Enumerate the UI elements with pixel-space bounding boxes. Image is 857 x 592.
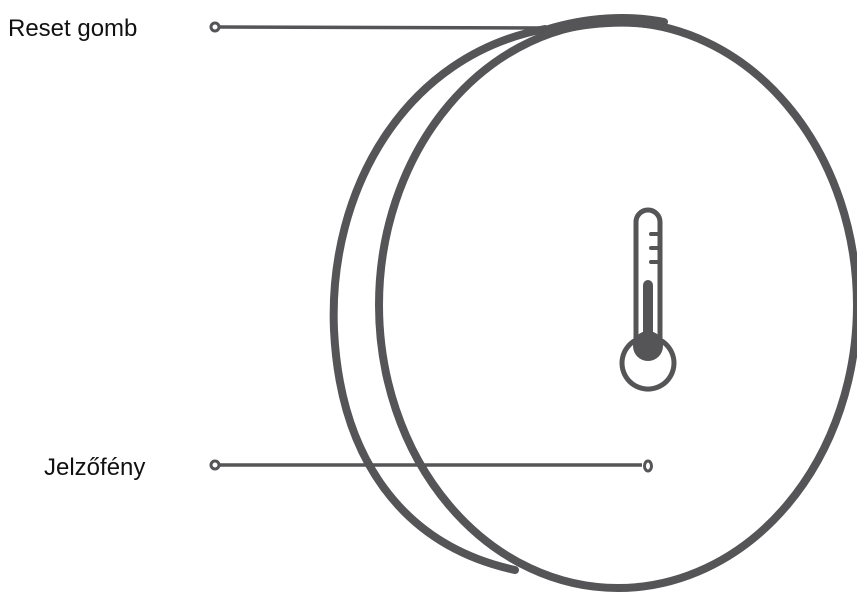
indicator-callout — [211, 461, 652, 471]
reset-callout — [211, 23, 548, 31]
reset-button-label: Reset gomb — [8, 17, 137, 41]
indicator-light — [645, 461, 652, 471]
thermometer-icon — [622, 210, 674, 389]
indicator-callout-dot — [211, 461, 219, 469]
reset-button — [549, 21, 660, 31]
reset-callout-line — [219, 27, 548, 28]
indicator-light-label: Jelzőfény — [44, 456, 145, 480]
device-front-face — [379, 22, 857, 588]
reset-callout-dot — [211, 23, 219, 31]
